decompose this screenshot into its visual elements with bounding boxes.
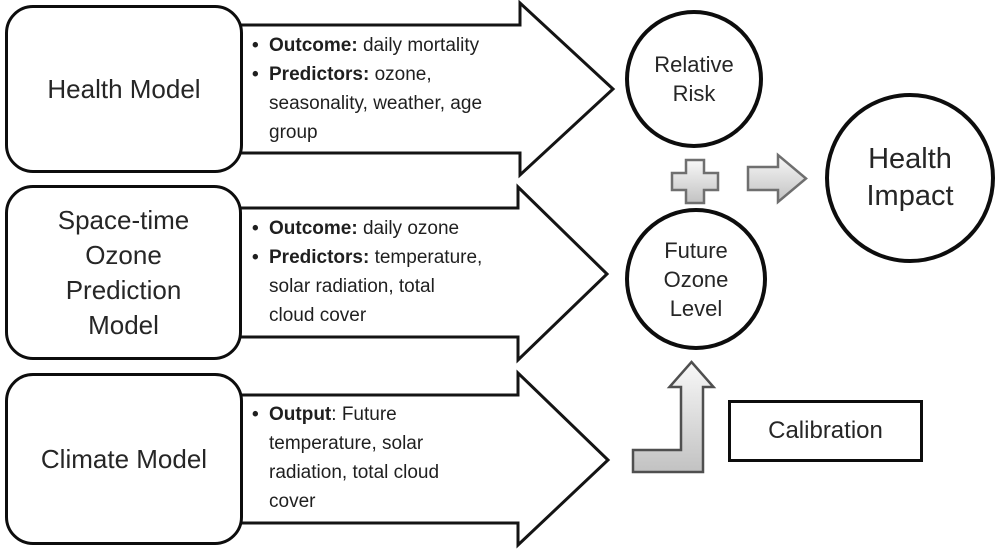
bullet-label: Outcome:	[269, 35, 358, 56]
ozone-arrow-text: Outcome: daily ozone Predictors: tempera…	[252, 214, 518, 330]
bullet-text: ozone, seasonality, weather, age group	[269, 64, 483, 143]
health-model-box: Health Model	[5, 5, 243, 173]
bullet-label: Predictors:	[269, 64, 370, 85]
ozone-prediction-model-box: Space-time Ozone Prediction Model	[5, 185, 242, 360]
bullet-text: daily mortality	[357, 35, 480, 56]
health-impact-node: Health Impact	[825, 93, 995, 263]
health-arrow-text: Outcome: daily mortality Predictors: ozo…	[252, 31, 540, 147]
relative-risk-node: Relative Risk	[625, 10, 763, 148]
bullet-label: Output	[269, 404, 332, 425]
health-outcome-bullet: Outcome: daily mortality	[252, 31, 540, 60]
future-ozone-level-node: Future Ozone Level	[625, 208, 767, 350]
ozone-predictors-bullet: Predictors: temperature, solar radiation…	[252, 243, 518, 330]
bent-up-arrow-icon	[631, 360, 717, 474]
climate-output-bullet: Output: Future temperature, solar radiat…	[252, 400, 502, 516]
bullet-text: daily ozone	[357, 218, 460, 239]
ozone-outcome-bullet: Outcome: daily ozone	[252, 214, 518, 243]
bullet-label: Predictors:	[269, 247, 370, 268]
health-predictors-bullet: Predictors: ozone, seasonality, weather,…	[252, 60, 540, 147]
climate-model-box: Climate Model	[5, 373, 243, 545]
arrow-right-icon	[746, 152, 808, 205]
bullet-text: temperature, solar radiation, total clou…	[269, 247, 483, 326]
calibration-box: Calibration	[728, 400, 923, 462]
bullet-text: : Future temperature, solar radiation, t…	[269, 404, 440, 512]
climate-arrow-text: Output: Future temperature, solar radiat…	[252, 400, 502, 516]
bullet-label: Outcome:	[269, 218, 358, 239]
plus-icon	[670, 158, 720, 205]
